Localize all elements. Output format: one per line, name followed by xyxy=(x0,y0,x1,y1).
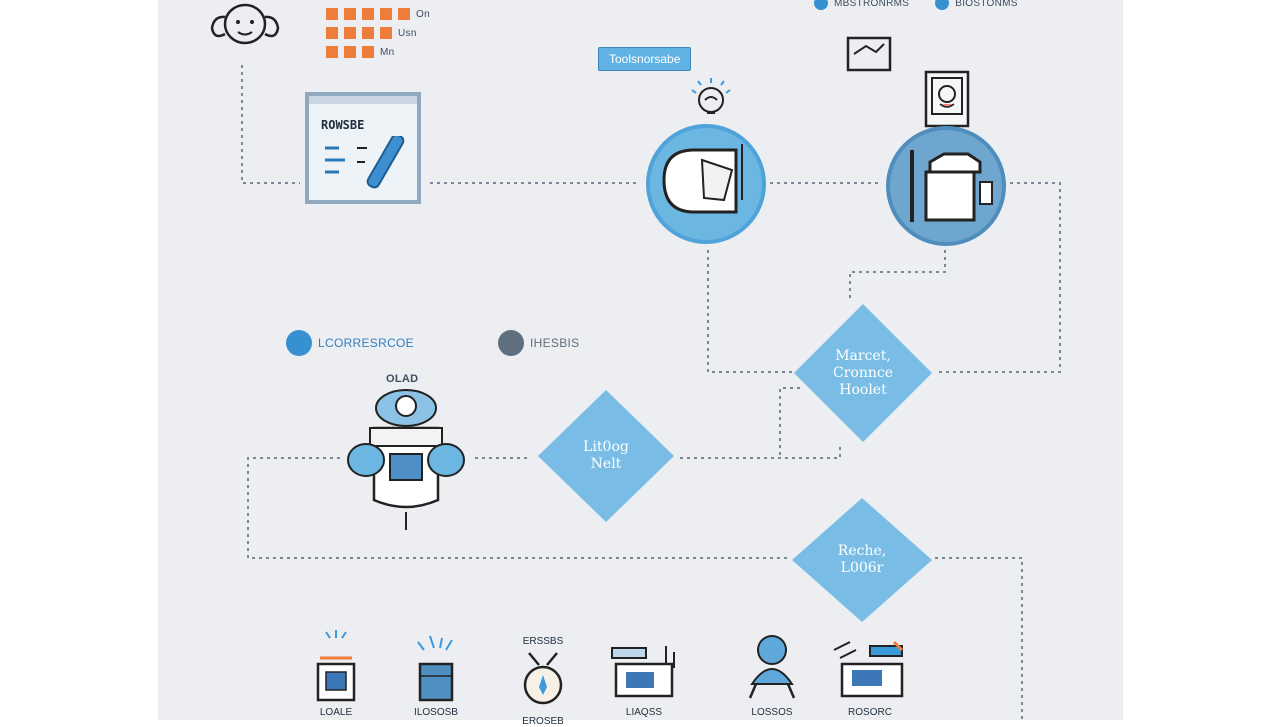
top-right-legend: MBSTRONRMS BIOSTONMS xyxy=(814,0,1018,10)
bottom-item[interactable]: ROSORC xyxy=(830,638,910,718)
diamond-text-line: Lit0og xyxy=(583,439,629,455)
diamond-text-line: Hoolet xyxy=(839,381,887,398)
legend-label: On xyxy=(416,8,430,20)
bottom-item[interactable]: LOSSOS xyxy=(732,634,812,718)
decision-diamond[interactable]: Marcet, Cronnce Hoolet xyxy=(792,302,934,444)
panel-card-title: ROWSBE xyxy=(321,118,365,132)
globe-icon xyxy=(286,330,312,356)
orange-legend: On Usn Mn xyxy=(326,8,430,58)
legend-swatch xyxy=(326,46,338,58)
diamond-text-line: Nelt xyxy=(590,456,622,472)
legend-swatch xyxy=(380,8,392,20)
legend-swatch xyxy=(326,8,338,20)
diagram-canvas xyxy=(158,0,1123,720)
legend-swatch xyxy=(380,27,392,39)
bottom-item-label: ROSORC xyxy=(848,707,892,718)
diamond-text-line: Reche, xyxy=(837,543,887,559)
diamond-text-line: Cronnce xyxy=(833,364,893,381)
legend-label: MBSTRONRMS xyxy=(834,0,910,9)
legend-swatch xyxy=(362,8,374,20)
legend-label: Usn xyxy=(398,27,417,39)
mid-legend-1: LCORRESRCOE xyxy=(286,330,414,356)
legend-swatch xyxy=(362,27,374,39)
mid-legend-2: IHESBIS xyxy=(498,330,579,356)
legend-swatch xyxy=(344,46,356,58)
legend-swatch xyxy=(344,27,356,39)
decision-diamond[interactable]: Reche, L006r xyxy=(790,496,934,624)
document-icon xyxy=(924,70,970,133)
legend-swatch xyxy=(362,46,374,58)
legend-dot-icon xyxy=(935,0,950,10)
head-icon xyxy=(206,2,284,55)
robot-caption: OLAD xyxy=(386,373,419,385)
gear-icon xyxy=(498,330,524,356)
callout-label: Toolsnorsabe xyxy=(598,47,692,71)
legend-swatch xyxy=(398,8,410,20)
legend-swatch xyxy=(326,27,338,39)
diamond-text-line: Marcet, xyxy=(835,347,891,364)
diamond-text-line: L006r xyxy=(840,560,884,576)
briefcase-icon xyxy=(846,34,892,77)
lightbulb-icon xyxy=(686,76,736,125)
decision-diamond[interactable]: Lit0og Nelt xyxy=(536,388,676,524)
bottom-item-label: LOALE xyxy=(319,707,353,718)
legend-label: BIOSTONMS xyxy=(955,0,1018,9)
bottom-item-label: EROSEB xyxy=(522,716,564,727)
bottom-item-label: ILOSOSB xyxy=(414,707,458,718)
bottom-item[interactable]: LOALE xyxy=(296,628,376,718)
panel-card[interactable]: ROWSBE xyxy=(305,92,421,204)
legend-label: Mn xyxy=(380,46,395,58)
legend-dot-icon xyxy=(814,0,828,10)
bottom-item[interactable]: ILOSOSB xyxy=(396,628,476,718)
robot-icon[interactable] xyxy=(346,388,468,539)
storage-node-circle[interactable] xyxy=(886,126,1006,246)
bottom-item-top-label: ERSSBS xyxy=(522,636,564,647)
legend-label: LCORRESRCOE xyxy=(318,336,414,350)
legend-swatch xyxy=(344,8,356,20)
legend-label: IHESBIS xyxy=(530,336,580,350)
bottom-item-label: LIAQSS xyxy=(625,707,663,718)
process-node-circle[interactable] xyxy=(646,124,766,244)
bottom-item-label: LOSSOS xyxy=(751,707,793,718)
bottom-item[interactable]: ERSSBS EROSEB xyxy=(503,636,583,727)
bottom-item[interactable]: LIAQSS xyxy=(604,638,684,718)
